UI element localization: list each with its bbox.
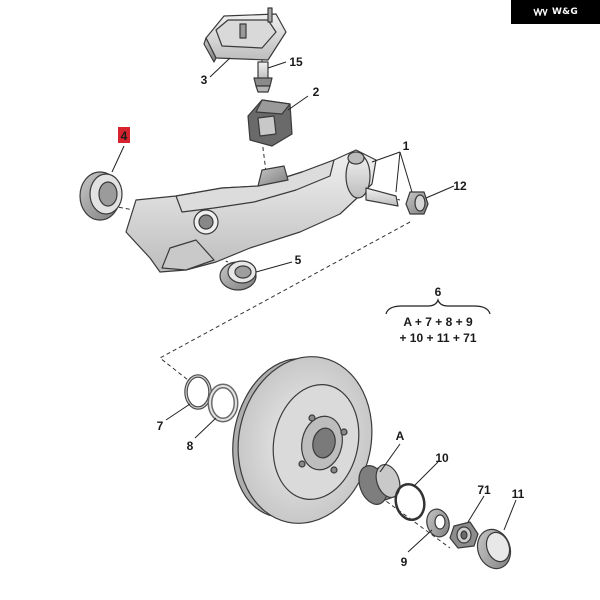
callout-label-7: 7 bbox=[157, 419, 164, 433]
bushing-part-4 bbox=[79, 171, 123, 221]
callout-label-9: 9 bbox=[401, 555, 408, 569]
callout-4-highlight bbox=[118, 127, 130, 143]
callout-label-2: 2 bbox=[313, 85, 320, 99]
callout-leader-lines bbox=[111, 57, 517, 553]
bolt-part-15 bbox=[253, 61, 273, 93]
hub-nut-part-12 bbox=[405, 191, 429, 215]
washer-part-9 bbox=[426, 508, 450, 538]
circlip-part-10 bbox=[394, 482, 426, 522]
kit-brace bbox=[385, 298, 491, 315]
callout-label-10: 10 bbox=[435, 451, 449, 465]
callout-label-A: A bbox=[396, 429, 405, 443]
callout-label-11: 11 bbox=[512, 487, 525, 501]
callout-labels: 4 3 15 2 1 12 5 6 A + 7 + 8 + 9 + 10 + 1… bbox=[118, 55, 525, 569]
callout-label-5: 5 bbox=[295, 253, 302, 267]
brand-text: W&G bbox=[551, 7, 579, 17]
callout-label-15: 15 bbox=[289, 55, 303, 69]
mounting-bracket-part-3 bbox=[203, 7, 287, 63]
bearing-part-A bbox=[358, 463, 401, 505]
callout-label-1: 1 bbox=[403, 139, 410, 153]
hub-cap-part-11 bbox=[476, 528, 512, 570]
brand-badge: W&G bbox=[511, 0, 600, 24]
callout-label-71: 71 bbox=[477, 483, 491, 497]
callout-label-6: 6 bbox=[435, 285, 442, 299]
nut-part-71 bbox=[449, 521, 479, 549]
washer-part-8 bbox=[207, 383, 239, 423]
callout-label-3: 3 bbox=[201, 73, 208, 87]
kit-formula-line-1: A + 7 + 8 + 9 bbox=[403, 315, 473, 329]
callout-label-12: 12 bbox=[453, 179, 467, 193]
callout-label-8: 8 bbox=[187, 439, 194, 453]
rubber-mount-part-2 bbox=[247, 99, 293, 147]
rear-axle-trailing-arm bbox=[125, 149, 399, 273]
brand-logo-icon bbox=[533, 8, 548, 16]
kit-formula-line-2: + 10 + 11 + 71 bbox=[399, 331, 476, 345]
brake-drum bbox=[232, 356, 373, 524]
bushing-ring-part-5 bbox=[219, 260, 257, 291]
callout-label-4: 4 bbox=[121, 129, 128, 143]
seal-ring-part-7 bbox=[184, 374, 212, 410]
